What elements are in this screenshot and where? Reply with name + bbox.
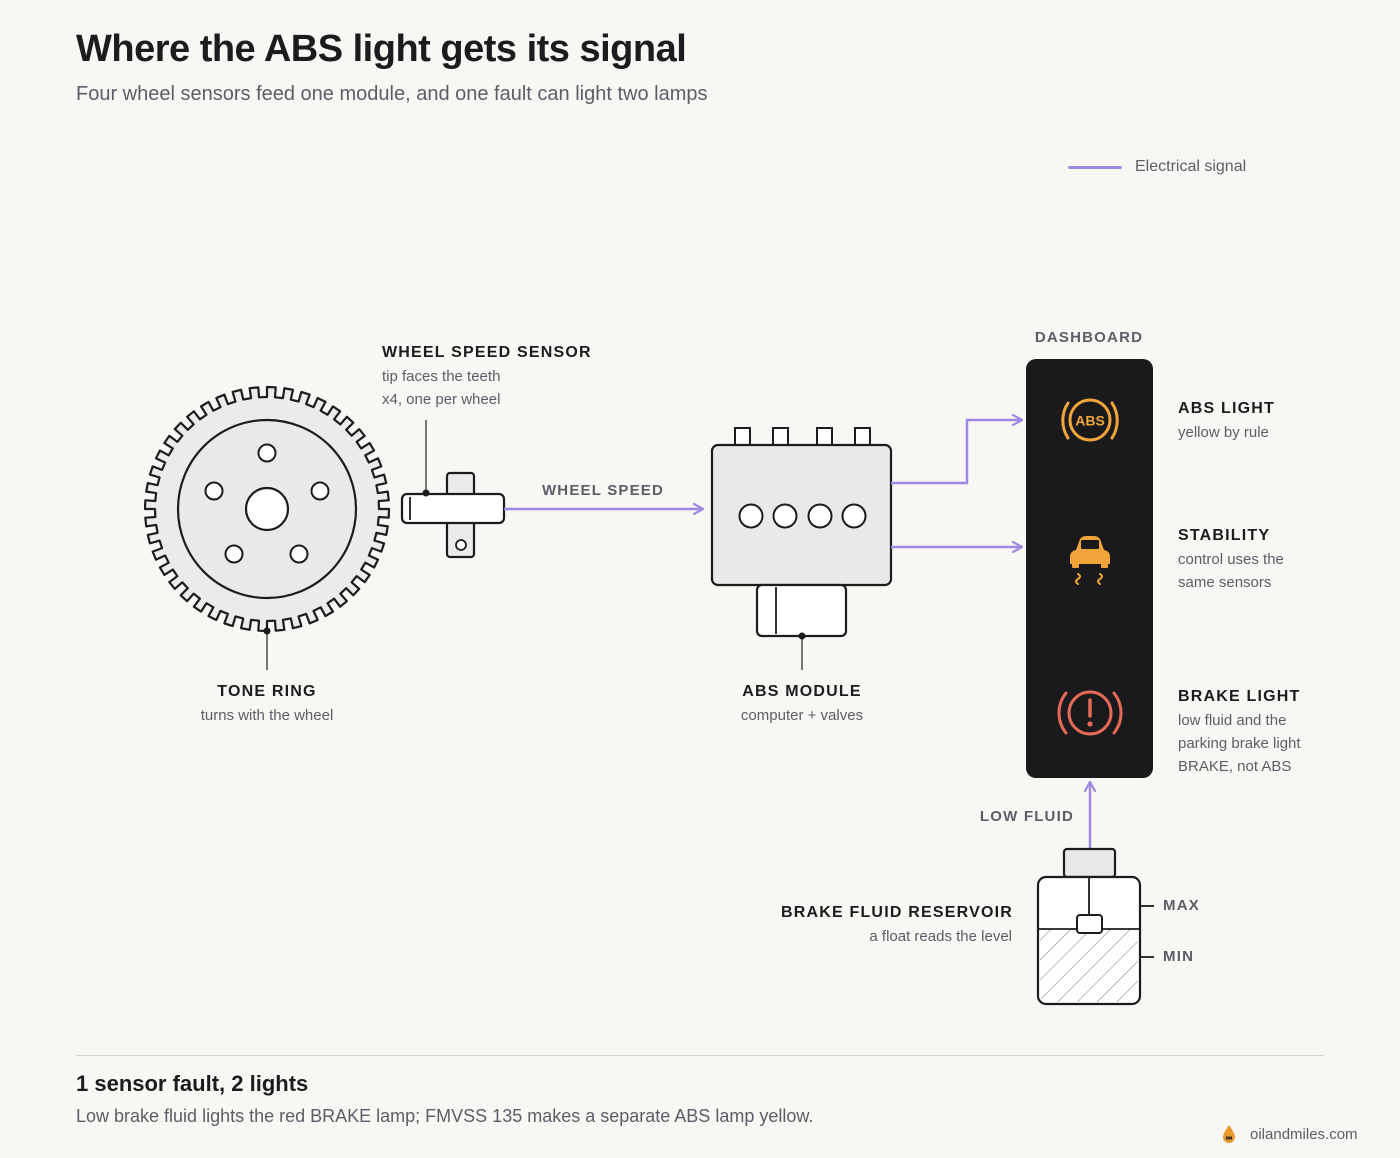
- stability-note-1: control uses the: [1178, 551, 1284, 568]
- page-title: Where the ABS light gets its signal: [76, 28, 687, 70]
- max-level-label: MAX: [1163, 897, 1200, 914]
- reservoir-title: BRAKE FLUID RESERVOIR: [780, 904, 1013, 921]
- reservoir-note: a float reads the level: [869, 928, 1012, 945]
- legend: Electrical signal: [1068, 158, 1246, 176]
- abs-module-title: ABS MODULE: [742, 683, 862, 700]
- abs-icon: ABS: [1061, 398, 1119, 442]
- footer-text: Low brake fluid lights the red BRAKE lam…: [76, 1106, 814, 1126]
- abs-light-note: yellow by rule: [1178, 424, 1269, 441]
- brand-text: oilandmiles.com: [1250, 1125, 1358, 1143]
- stability-title: STABILITY: [1178, 527, 1271, 544]
- stability-note-2: same sensors: [1178, 574, 1272, 591]
- tone-ring-title: TONE RING: [217, 683, 317, 700]
- brake-light-title: BRAKE LIGHT: [1178, 688, 1301, 705]
- abs-module: [710, 427, 893, 670]
- min-level-label: MIN: [1163, 948, 1195, 965]
- brand: oilandmiles.com: [1222, 1124, 1358, 1144]
- brake-light-note-2: parking brake light: [1178, 735, 1301, 752]
- page-subtitle: Four wheel sensors feed one module, and …: [76, 83, 708, 105]
- abs-light-title: ABS LIGHT: [1178, 400, 1276, 417]
- footer-title: 1 sensor fault, 2 lights: [76, 1071, 309, 1096]
- wheel-speed-sensor: [400, 420, 506, 559]
- wheel-speed-label: WHEEL SPEED: [541, 482, 665, 499]
- legend-signal-line: [1068, 165, 1122, 169]
- abs-icon-text: ABS: [1075, 413, 1105, 429]
- brake-warning-icon: [1057, 690, 1123, 736]
- sensor-note-1: tip faces the teeth: [382, 368, 501, 385]
- sensor-title: WHEEL SPEED SENSOR: [382, 344, 592, 361]
- dashboard-panel: [1026, 359, 1153, 778]
- legend-label: Electrical signal: [1135, 158, 1247, 175]
- skidding-car-icon: [1070, 536, 1110, 585]
- brake-light-note-1: low fluid and the: [1178, 712, 1287, 729]
- footer-divider: [76, 1055, 1324, 1056]
- oil-drop-icon: [1223, 1125, 1235, 1143]
- tone-ring: [143, 385, 391, 633]
- tone-ring-note: turns with the wheel: [200, 707, 334, 724]
- sensor-note-2: x4, one per wheel: [382, 391, 501, 408]
- abs-module-note: computer + valves: [740, 707, 864, 724]
- abs-lamp-signal-line: [891, 420, 1022, 485]
- brake-light-note-3: BRAKE, not ABS: [1178, 758, 1292, 775]
- tone-ring-leader: [263, 627, 271, 670]
- brake-fluid-reservoir: [1036, 847, 1154, 1006]
- dashboard-title: DASHBOARD: [1034, 329, 1144, 346]
- low-fluid-label: LOW FLUID: [979, 808, 1074, 825]
